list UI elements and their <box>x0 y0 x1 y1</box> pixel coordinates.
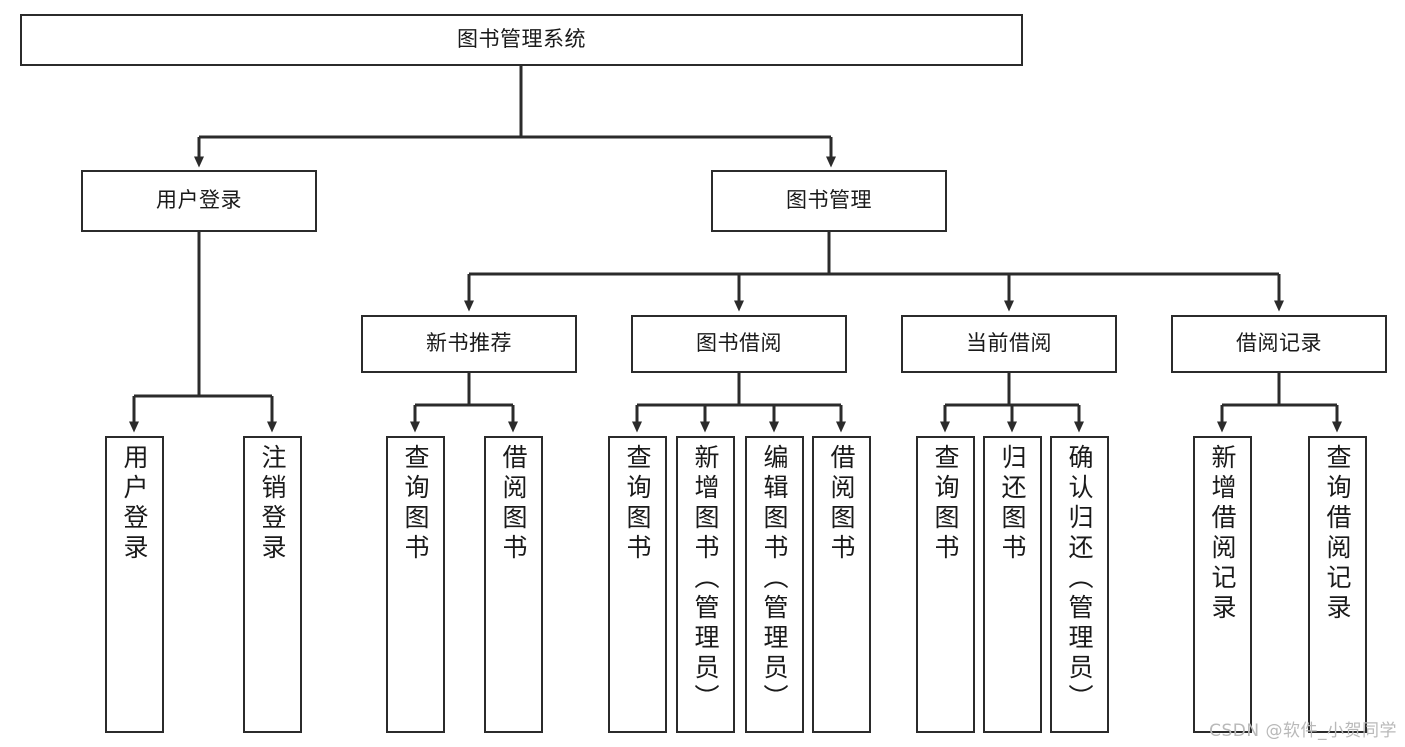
node-label: 查询图书 <box>931 444 960 564</box>
edge-newbook-to-leaves <box>410 373 518 433</box>
node-leaf-confirm-return[interactable]: 确认归还（管理员） <box>1050 436 1109 733</box>
edge-bookborrow-to-leaves <box>632 373 846 433</box>
node-leaf-borrow-book-1[interactable]: 借阅图书 <box>484 436 543 733</box>
node-label: 确认归还（管理员） <box>1065 444 1094 714</box>
node-user-login[interactable]: 用户登录 <box>81 170 317 232</box>
node-label: 归还图书 <box>998 444 1027 564</box>
node-label: 新增借阅记录 <box>1208 444 1237 624</box>
node-leaf-query-book-3[interactable]: 查询图书 <box>916 436 975 733</box>
node-leaf-edit-book[interactable]: 编辑图书（管理员） <box>745 436 804 733</box>
node-book-manage[interactable]: 图书管理 <box>711 170 947 232</box>
node-leaf-user-login[interactable]: 用户登录 <box>105 436 164 733</box>
node-label: 新书推荐 <box>426 331 512 356</box>
node-new-book-rec[interactable]: 新书推荐 <box>361 315 577 373</box>
node-book-borrow[interactable]: 图书借阅 <box>631 315 847 373</box>
edge-currentborrow-to-leaves <box>940 373 1084 433</box>
node-label: 借阅图书 <box>499 444 528 564</box>
node-leaf-logout[interactable]: 注销登录 <box>243 436 302 733</box>
node-borrow-record[interactable]: 借阅记录 <box>1171 315 1387 373</box>
node-label: 当前借阅 <box>966 331 1052 356</box>
node-leaf-add-record[interactable]: 新增借阅记录 <box>1193 436 1252 733</box>
node-label: 查询图书 <box>401 444 430 564</box>
edge-bookmanage-to-level2 <box>464 232 1284 312</box>
node-label: 图书管理系统 <box>457 27 586 52</box>
node-leaf-query-book-1[interactable]: 查询图书 <box>386 436 445 733</box>
node-label: 借阅记录 <box>1236 331 1322 356</box>
node-label: 注销登录 <box>258 444 287 564</box>
node-label: 查询借阅记录 <box>1323 444 1352 624</box>
node-leaf-query-book-2[interactable]: 查询图书 <box>608 436 667 733</box>
edge-userlogin-to-leaves <box>129 232 277 433</box>
edge-borrowrecord-to-leaves <box>1217 373 1342 433</box>
node-label: 查询图书 <box>623 444 652 564</box>
node-label: 新增图书（管理员） <box>691 444 720 714</box>
node-leaf-borrow-book-2[interactable]: 借阅图书 <box>812 436 871 733</box>
node-label: 用户登录 <box>120 444 149 564</box>
node-leaf-return-book[interactable]: 归还图书 <box>983 436 1042 733</box>
node-label: 编辑图书（管理员） <box>760 444 789 714</box>
node-label: 图书管理 <box>786 188 872 213</box>
node-leaf-add-book[interactable]: 新增图书（管理员） <box>676 436 735 733</box>
node-current-borrow[interactable]: 当前借阅 <box>901 315 1117 373</box>
node-leaf-query-record[interactable]: 查询借阅记录 <box>1308 436 1367 733</box>
node-label: 借阅图书 <box>827 444 856 564</box>
node-label: 图书借阅 <box>696 331 782 356</box>
node-label: 用户登录 <box>156 188 242 213</box>
edge-root-to-level1 <box>194 66 836 168</box>
node-root[interactable]: 图书管理系统 <box>20 14 1023 66</box>
